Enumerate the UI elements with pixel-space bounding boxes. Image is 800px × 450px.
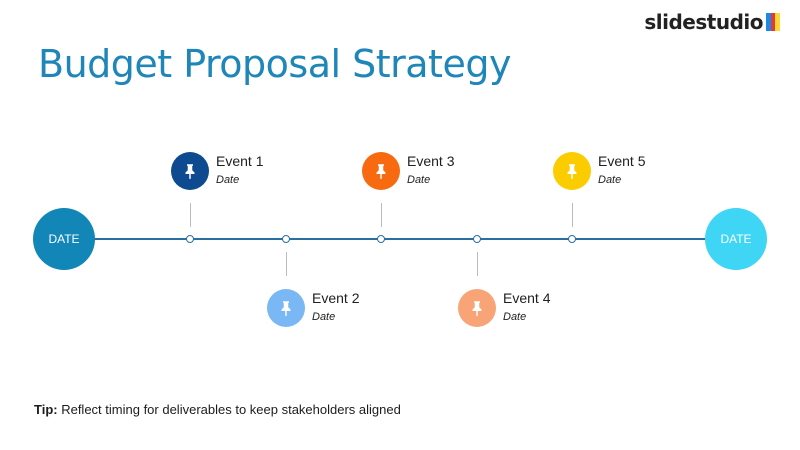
timeline-dot: [568, 235, 576, 243]
event-connector: [190, 203, 191, 227]
event-date: Date: [503, 311, 527, 323]
event-date: Date: [312, 311, 336, 323]
event-label-1: Event 1 Date: [216, 152, 263, 186]
timeline-dot: [377, 235, 385, 243]
event-label-3: Event 3 Date: [407, 152, 454, 186]
event-connector: [381, 203, 382, 227]
timeline-start-date: DATE: [33, 208, 95, 270]
pin-icon: [362, 152, 400, 190]
page-title: Budget Proposal Strategy: [38, 42, 511, 86]
start-date-label: DATE: [48, 232, 80, 246]
event-connector: [477, 252, 478, 276]
tip-body: Reflect timing for deliverables to keep …: [57, 402, 401, 417]
pin-icon: [171, 152, 209, 190]
pin-icon: [553, 152, 591, 190]
event-date: Date: [407, 174, 431, 186]
timeline-dot: [282, 235, 290, 243]
timeline-line: [64, 238, 736, 240]
event-label-2: Event 2 Date: [312, 289, 359, 323]
tip-text: Tip: Reflect timing for deliverables to …: [34, 402, 401, 417]
event-label-5: Event 5 Date: [598, 152, 645, 186]
event-name: Event 5: [598, 153, 646, 169]
event-name: Event 2: [312, 290, 360, 306]
brand-logo: slidestudio: [644, 10, 781, 34]
timeline-end-date: DATE: [705, 208, 767, 270]
event-date: Date: [216, 174, 240, 186]
event-name: Event 3: [407, 153, 455, 169]
timeline-dot: [186, 235, 194, 243]
event-label-4: Event 4 Date: [503, 289, 550, 323]
event-connector: [286, 252, 287, 276]
event-date: Date: [598, 174, 622, 186]
logo-text: slidestudio: [644, 10, 763, 34]
logo-mark-icon: [766, 13, 781, 31]
event-connector: [572, 203, 573, 227]
pin-icon: [267, 289, 305, 327]
event-name: Event 4: [503, 290, 551, 306]
end-date-label: DATE: [720, 232, 752, 246]
event-name: Event 1: [216, 153, 264, 169]
tip-label: Tip:: [34, 402, 58, 417]
pin-icon: [458, 289, 496, 327]
timeline-dot: [473, 235, 481, 243]
